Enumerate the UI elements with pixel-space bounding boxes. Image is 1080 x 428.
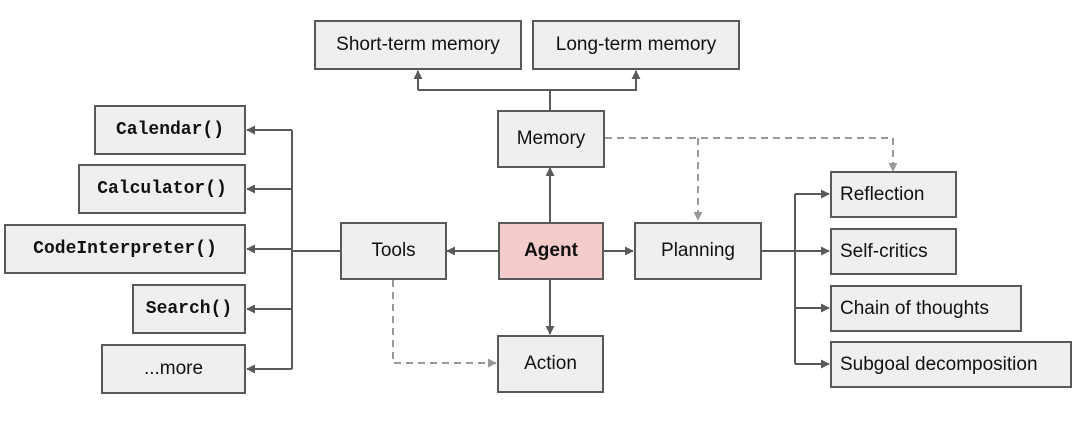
node-search: Search() <box>132 284 246 334</box>
node-more: ...more <box>101 344 246 394</box>
node-self-critics: Self-critics <box>830 228 957 275</box>
node-code-interpreter: CodeInterpreter() <box>4 224 246 274</box>
node-calculator: Calculator() <box>78 164 246 214</box>
node-chain-of-thoughts: Chain of thoughts <box>830 285 1022 332</box>
node-agent: Agent <box>498 222 604 280</box>
node-memory: Memory <box>497 110 605 168</box>
node-action: Action <box>497 335 604 393</box>
node-planning: Planning <box>634 222 762 280</box>
node-short-term-memory: Short-term memory <box>314 20 522 70</box>
edge-memory-planning-dashed <box>605 137 893 220</box>
node-tools: Tools <box>340 222 447 280</box>
edge-memory-long-term <box>550 70 641 91</box>
node-subgoal-decomposition: Subgoal decomposition <box>830 341 1072 388</box>
node-long-term-memory: Long-term memory <box>532 20 740 70</box>
node-calendar: Calendar() <box>94 105 246 155</box>
node-reflection: Reflection <box>830 171 957 218</box>
edge-tools-bus <box>291 130 340 369</box>
edge-memory-trunk <box>418 89 551 110</box>
edge-planning-bus <box>762 194 796 364</box>
edge-tools-action-dashed <box>392 280 497 368</box>
